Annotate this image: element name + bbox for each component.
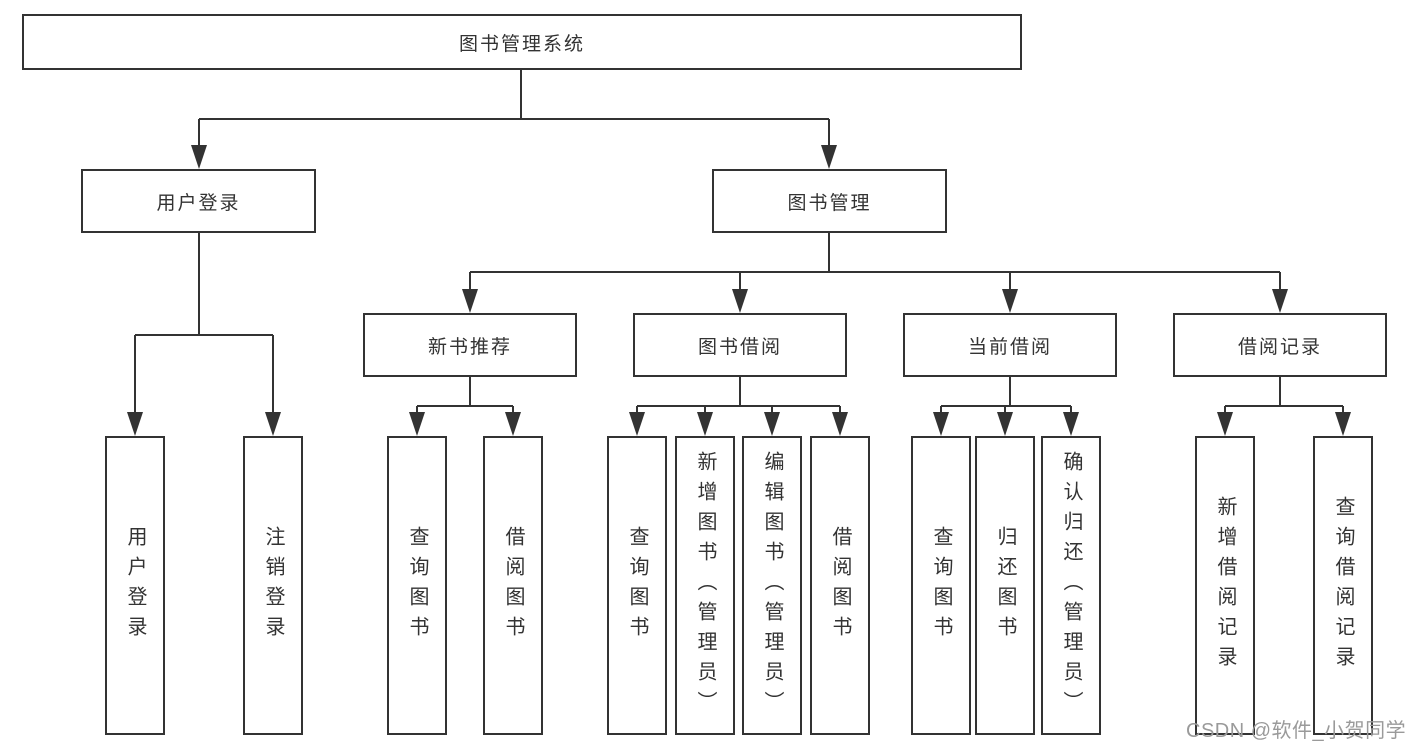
leaf-query-books-current: 查询图书 xyxy=(911,436,971,735)
csdn-watermark: CSDN @软件_小贺同学 xyxy=(1186,720,1405,742)
leaf-query-borrow-record: 查询借阅记录 xyxy=(1313,436,1373,735)
node-book-borrowing: 图书借阅 xyxy=(633,313,847,377)
node-current-borrowing: 当前借阅 xyxy=(903,313,1117,377)
leaf-borrow-books: 借阅图书 xyxy=(810,436,870,735)
node-borrowing-records: 借阅记录 xyxy=(1173,313,1387,377)
node-user-login: 用户登录 xyxy=(81,169,316,233)
leaf-query-books-borrow: 查询图书 xyxy=(607,436,667,735)
leaf-add-books-admin: 新增图书（管理员） xyxy=(675,436,735,735)
node-book-management: 图书管理 xyxy=(712,169,947,233)
leaf-edit-books-admin: 编辑图书（管理员） xyxy=(742,436,802,735)
leaf-borrow-books-recommend: 借阅图书 xyxy=(483,436,543,735)
leaf-logout: 注销登录 xyxy=(243,436,303,735)
leaf-confirm-return-admin: 确认归还（管理员） xyxy=(1041,436,1101,735)
leaf-query-books-recommend: 查询图书 xyxy=(387,436,447,735)
leaf-user-login: 用户登录 xyxy=(105,436,165,735)
leaf-return-books: 归还图书 xyxy=(975,436,1035,735)
node-library-management-system: 图书管理系统 xyxy=(22,14,1022,70)
node-new-book-recommendation: 新书推荐 xyxy=(363,313,577,377)
leaf-add-borrow-record: 新增借阅记录 xyxy=(1195,436,1255,735)
